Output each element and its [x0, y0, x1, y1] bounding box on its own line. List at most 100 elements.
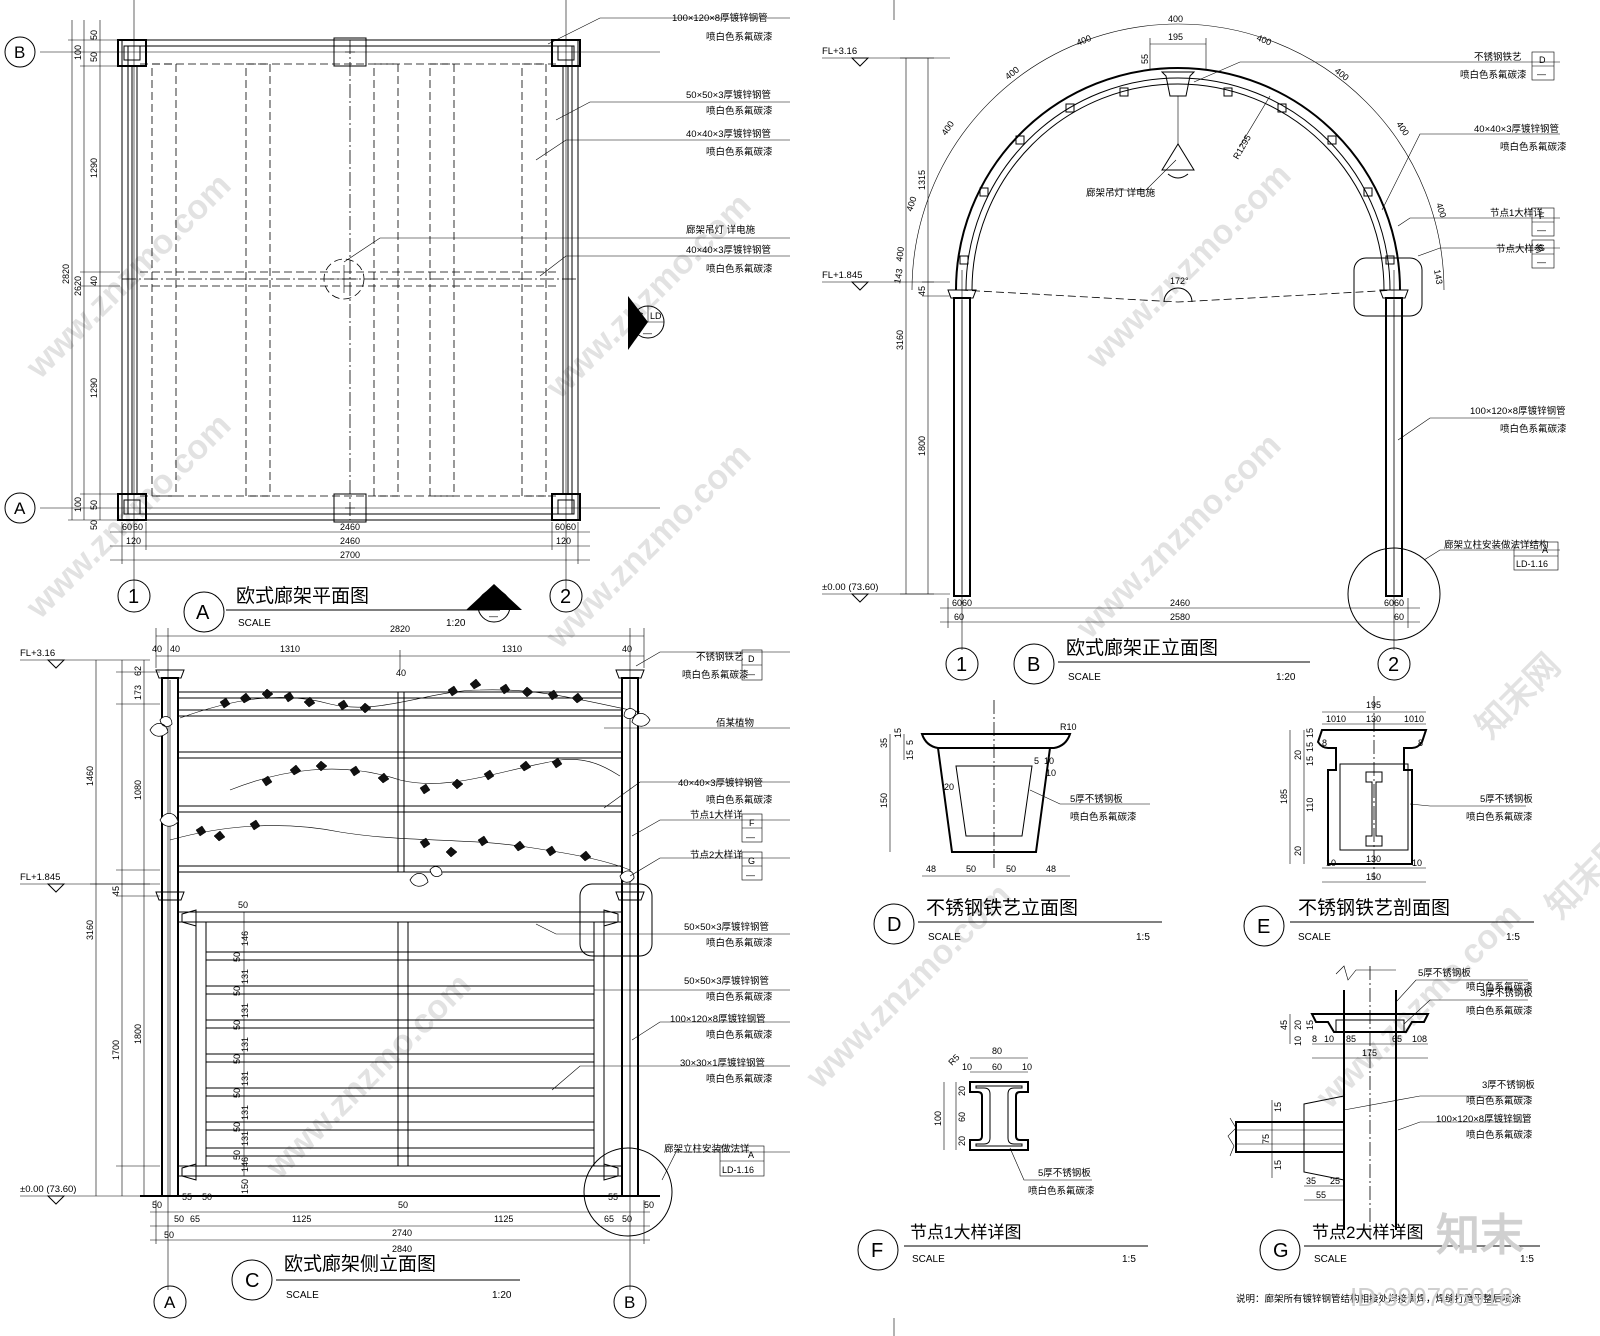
dim-label: 100 — [73, 497, 83, 512]
dim-label: 60 — [1394, 612, 1404, 622]
dim-label: 50 — [232, 986, 242, 996]
scale-word: SCALE — [1298, 932, 1331, 943]
section-mark-c: C LD — — [628, 296, 665, 350]
dim-label: 15 — [905, 750, 915, 760]
view-letter: E — [1257, 916, 1270, 938]
side-elevation-c: FL+3.16 FL+1.845 ±0.00 (73.60) A B — [20, 624, 790, 1319]
view-title: 不锈钢铁艺剖面图 — [1298, 897, 1450, 919]
dim-label: 143 — [1432, 269, 1444, 286]
dim-label: 172° — [1170, 276, 1189, 286]
dim-label: 8 — [1322, 738, 1327, 748]
view-title: 欧式廊架正立面图 — [1066, 637, 1218, 659]
note-finish: 喷白色系氟碳漆 — [1070, 811, 1137, 823]
dim-label: 2460 — [1170, 598, 1190, 608]
dim-label: 48 — [926, 864, 936, 874]
dim-label: 15 — [1273, 1160, 1283, 1170]
dim-label: 20 — [1293, 1020, 1303, 1030]
dim-label: 120 — [126, 536, 141, 546]
dim-label: 50 — [89, 500, 99, 510]
dim-label: 10 — [1412, 1034, 1422, 1044]
plan-dims-left: 50 100 50 1290 2820 2620 40 1290 100 50 … — [61, 20, 120, 530]
note-spec: 100×120×8厚镀锌钢管 — [1436, 1113, 1532, 1125]
dim-label: 195 — [1366, 700, 1381, 710]
note-spec: 节点2大样详 — [690, 849, 743, 861]
dim-label: 20 — [957, 1086, 967, 1096]
dim-label: 60 — [952, 598, 962, 608]
dim-label: 131 — [240, 969, 250, 984]
grid-bubble-label: 1 — [956, 654, 967, 676]
dim-label: 3160 — [85, 920, 95, 940]
dim-label: 1800 — [133, 1024, 143, 1044]
view-letter: D — [887, 914, 901, 936]
dim-label: 60 — [957, 1112, 967, 1122]
note-finish: 喷白色系氟碳漆 — [1466, 1005, 1533, 1017]
note-finish: 喷白色系氟碳漆 — [1466, 981, 1533, 993]
dim-label: 2620 — [73, 276, 83, 296]
plan-dims-bottom: 60 60 2460 60 60 120 2460 120 2700 — [110, 522, 590, 564]
scale-word: SCALE — [238, 618, 271, 629]
note-spec: 40×40×3厚镀锌钢管 — [678, 777, 763, 789]
dim-label: 10 — [1336, 714, 1346, 724]
dim-label: 45 — [111, 886, 121, 896]
note-spec: 不锈钢铁艺 — [696, 651, 744, 663]
note-spec: 40×40×3厚镀锌钢管 — [686, 244, 771, 256]
plan-view-a: B A 1 2 — [4, 0, 790, 633]
dim-label: 8 — [1418, 738, 1423, 748]
note-finish: 喷白色系氟碳漆 — [1500, 423, 1567, 435]
detail-g-dims: 45 20 15 10 8 10 85 65 10 8 175 15 75 15… — [1261, 1014, 1428, 1201]
scale-value: 1:5 — [1520, 1254, 1534, 1265]
dim-label: 150 — [879, 793, 889, 808]
front-elevation-b: FL+3.16 FL+1.845 ±0.00 (73.60) 1 2 — [822, 14, 1567, 685]
dim-label: 80 — [992, 1046, 1002, 1056]
dim-label: 50 — [89, 52, 99, 62]
dim-label: 1080 — [133, 780, 143, 800]
note-spec: 100×120×8厚镀锌钢管 — [670, 1013, 766, 1025]
brand-logo: 知末 ID:390705918 — [1350, 1211, 1524, 1312]
note-ref2: — — [1537, 225, 1546, 235]
dim-label: 1800 — [917, 436, 927, 456]
dim-label: 10 — [1044, 756, 1054, 766]
note-finish: 喷白色系氟碳漆 — [706, 31, 773, 43]
side-dims-bottom: 50 55 50 50 50 65 1125 50 1125 55 65 50 … — [150, 1192, 654, 1254]
note-finish: 喷白色系氟碳漆 — [706, 146, 773, 158]
scale-value: 1:5 — [1136, 932, 1150, 943]
dim-label: 40 — [622, 644, 632, 654]
view-title-b: B 欧式廊架正立面图 SCALE 1:20 — [1013, 637, 1310, 685]
note-spec: 节点1大样详 — [690, 809, 743, 821]
level-label: ±0.00 (73.60) — [20, 1184, 76, 1195]
scale-word: SCALE — [1068, 672, 1101, 683]
dim-label: 55 — [1316, 1190, 1326, 1200]
note-ref: G — [748, 856, 755, 866]
note-ref2: — — [1537, 257, 1546, 267]
dim-label: 131 — [240, 1131, 250, 1146]
dim-label: 2460 — [340, 522, 360, 532]
dim-label: 40 — [170, 644, 180, 654]
dim-label: 50 — [89, 30, 99, 40]
dim-label: 50 — [232, 1088, 242, 1098]
dim-label: 55 — [1140, 54, 1150, 64]
scale-value: 1:20 — [492, 1290, 512, 1301]
level-label: FL+3.16 — [822, 46, 857, 57]
note-spec: 5厚不锈钢板 — [1418, 967, 1471, 979]
dim-label: 50 — [232, 1054, 242, 1064]
note-finish: 喷白色系氟碳漆 — [706, 105, 773, 117]
view-letter: A — [196, 602, 210, 624]
note-ref: F — [749, 818, 755, 828]
front-dims-bottom: 60 60 2460 60 60 60 2580 60 — [940, 598, 1420, 628]
note-finish: 喷白色系氟碳漆 — [1466, 1095, 1533, 1107]
scale-value: 1:20 — [446, 618, 466, 629]
note-finish: 喷白色系氟碳漆 — [1460, 69, 1527, 81]
note-ref2: — — [746, 870, 755, 880]
note-spec: 100×120×8厚镀锌钢管 — [1470, 405, 1566, 417]
view-letter: B — [1027, 654, 1040, 676]
detail-e-dims: 195 10 10 130 10 10 15 15 20 15 185 110 … — [1279, 700, 1426, 883]
detail-view-g: 45 20 15 10 8 10 85 65 10 8 175 15 75 15… — [1227, 965, 1540, 1271]
dim-label: 2580 — [1170, 612, 1190, 622]
view-letter: F — [871, 1240, 883, 1262]
note-finish: 喷白色系氟碳漆 — [706, 937, 773, 949]
dim-label: 175 — [1362, 1048, 1377, 1058]
dim-label: 185 — [1279, 789, 1289, 804]
dim-label: 15 — [1305, 756, 1315, 766]
view-title: 不锈钢铁艺立面图 — [926, 897, 1078, 919]
scale-word: SCALE — [286, 1290, 319, 1301]
